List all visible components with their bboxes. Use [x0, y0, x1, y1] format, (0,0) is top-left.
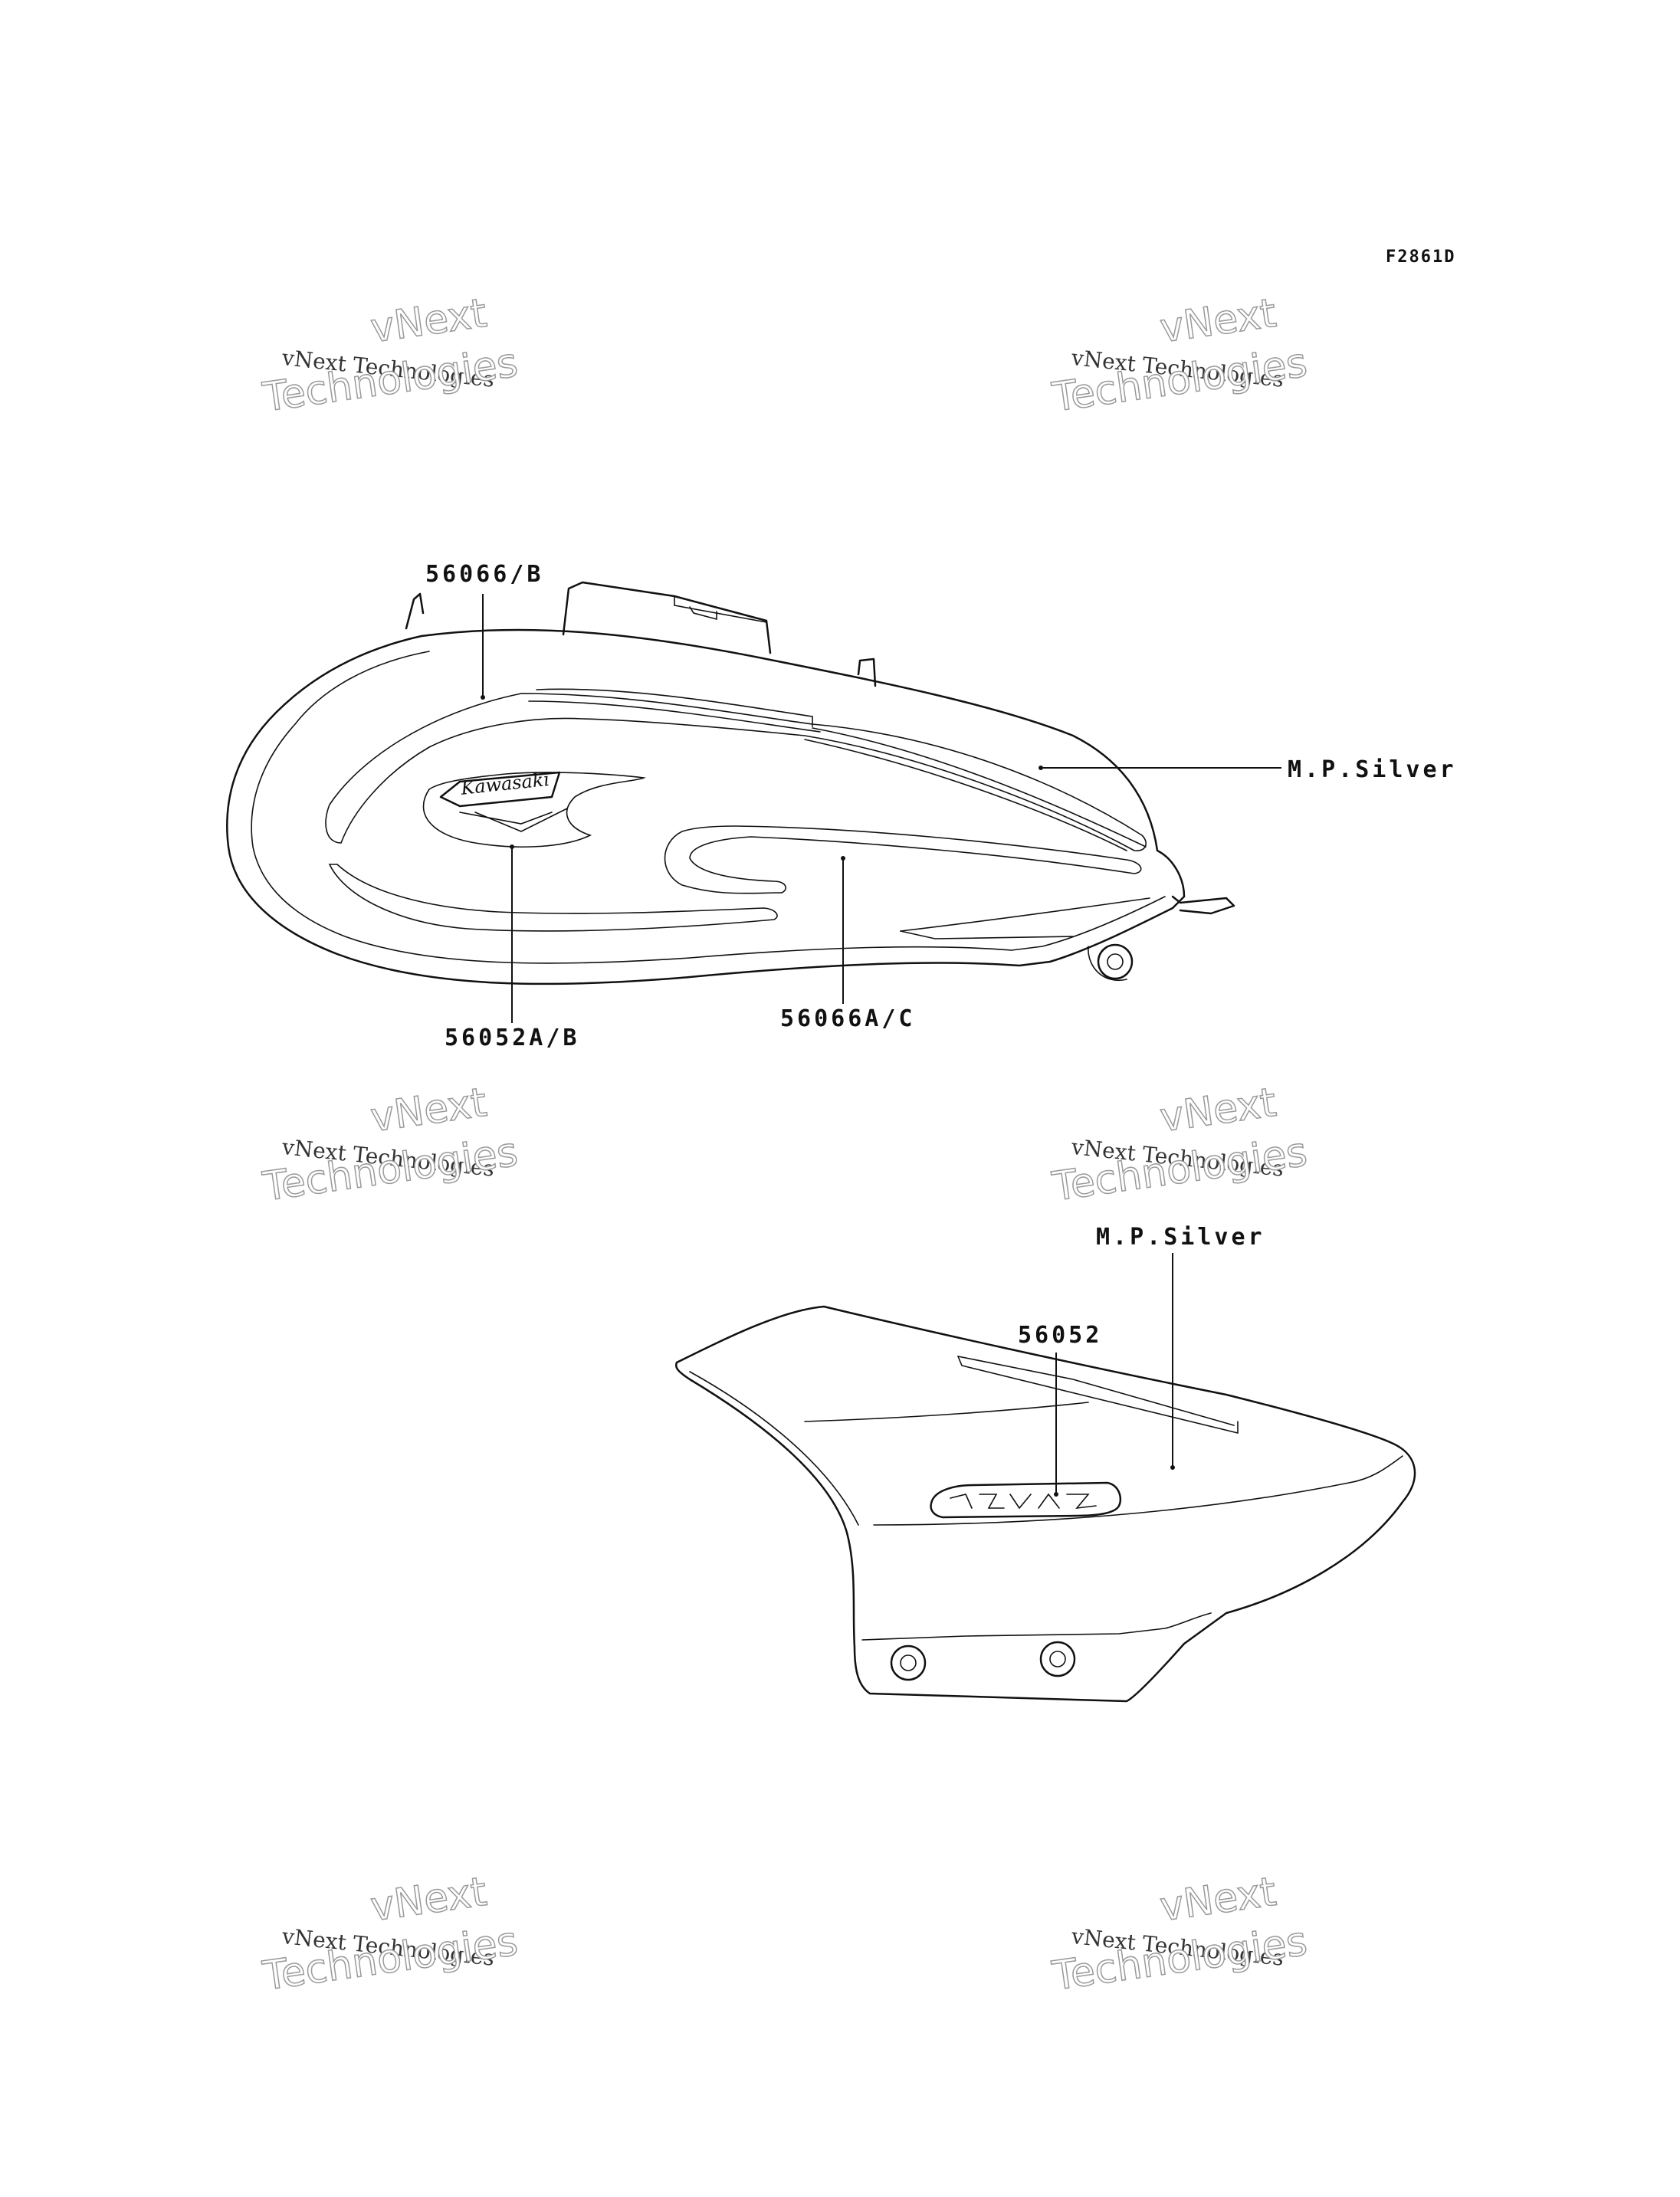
callout-56052: 56052: [1018, 1322, 1103, 1349]
fuel-tank-drawing: [226, 581, 1235, 985]
callout-56066-b: 56066/B: [425, 561, 544, 588]
callout-56052a-b: 56052A/B: [445, 1025, 580, 1051]
side-cover-drawing: [675, 1305, 1416, 1703]
figure-id: F2861D: [1386, 248, 1456, 267]
callout-mp-silver-cover: M.P.Silver: [1096, 1224, 1265, 1251]
side-cover-leaders: [1054, 1253, 1175, 1497]
callout-56066a-c: 56066A/C: [780, 1005, 916, 1032]
tank-leaders: [481, 594, 1281, 1023]
callout-mp-silver-tank: M.P.Silver: [1288, 756, 1457, 783]
